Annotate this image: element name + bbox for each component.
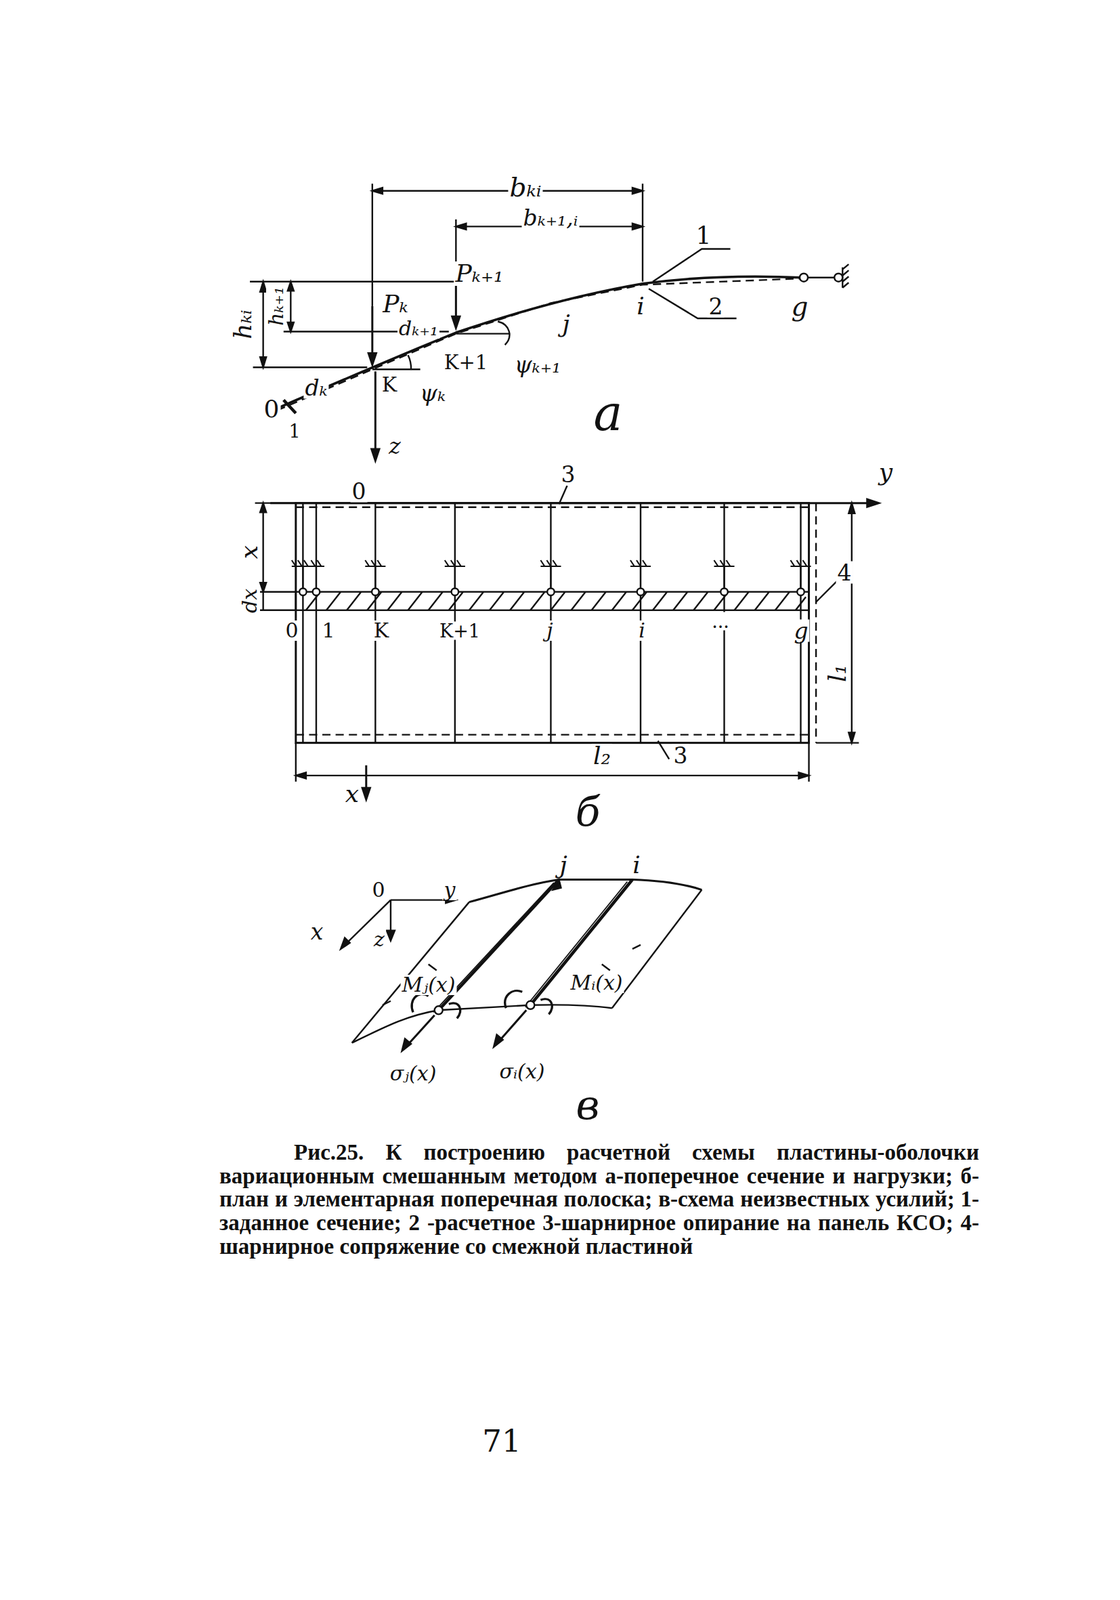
symbol-label: l₂ — [591, 743, 613, 768]
callout-number: 1 — [287, 421, 302, 441]
callout-number: 0 — [370, 879, 386, 900]
symbol-label: hₖ₊₁ — [266, 285, 287, 328]
callout-number: 4 — [836, 561, 854, 584]
symbol-label: dx — [239, 587, 261, 615]
symbol-label: g — [790, 293, 810, 320]
symbol-label: y — [877, 459, 894, 485]
symbol-label: x — [309, 920, 326, 943]
symbol-label: σⱼ(x) — [388, 1063, 439, 1084]
callout-number: 0 — [283, 620, 300, 641]
symbol-label: а — [592, 388, 625, 438]
callout-number: 0 — [350, 480, 368, 503]
symbol-label: z — [372, 929, 386, 950]
figure-caption: Рис.25. К построению расчетной схемы пла… — [219, 1140, 980, 1258]
symbol-label: z — [387, 434, 402, 458]
symbol-label: l₁ — [825, 662, 850, 684]
symbol-label: g — [792, 619, 810, 642]
callout-number: 1 — [320, 620, 336, 641]
symbol-label: ψₖ₊₁ — [513, 353, 563, 376]
symbol-label: σᵢ(x) — [498, 1061, 547, 1082]
callout-number: 3 — [560, 463, 577, 486]
symbol-label: j — [560, 311, 571, 336]
symbol-label: i — [635, 293, 646, 319]
callout-number: 3 — [672, 744, 690, 767]
symbol-label: i — [631, 852, 642, 877]
symbol-label: Pₖ₊₁ — [454, 261, 506, 286]
symbol-label: Mⱼ(x) — [400, 974, 458, 995]
symbol-label: ψₖ — [418, 381, 447, 405]
page-number: 71 — [480, 1425, 523, 1456]
callout-number: 2 — [707, 295, 725, 318]
symbol-label: dₖ₊₁ — [397, 318, 440, 339]
symbol-label: hₖᵢ — [230, 308, 256, 341]
symbol-label: j — [545, 620, 554, 641]
callout-number: 1 — [694, 223, 714, 248]
callout-number: K — [372, 620, 391, 641]
symbol-label: i — [637, 620, 647, 641]
symbol-label: y — [442, 879, 458, 900]
callout-number: ... — [710, 612, 731, 631]
symbol-label: в — [574, 1084, 602, 1125]
symbol-label: Mᵢ(x) — [568, 972, 624, 993]
symbol-label: dₖ — [303, 376, 329, 399]
symbol-label: Pₖ — [381, 291, 409, 317]
callout-number: K — [380, 374, 399, 395]
callout-number: 0 — [262, 396, 282, 422]
symbol-label: bₖᵢ — [507, 174, 543, 201]
symbol-label: x — [343, 781, 361, 806]
symbol-label: bₖ₊₁,ᵢ — [522, 206, 580, 229]
symbol-label: x — [237, 543, 262, 560]
symbol-label: j — [557, 852, 569, 877]
callout-number: K+1 — [442, 352, 489, 373]
symbol-label: б — [574, 790, 602, 832]
callout-number: K+1 — [438, 621, 482, 640]
